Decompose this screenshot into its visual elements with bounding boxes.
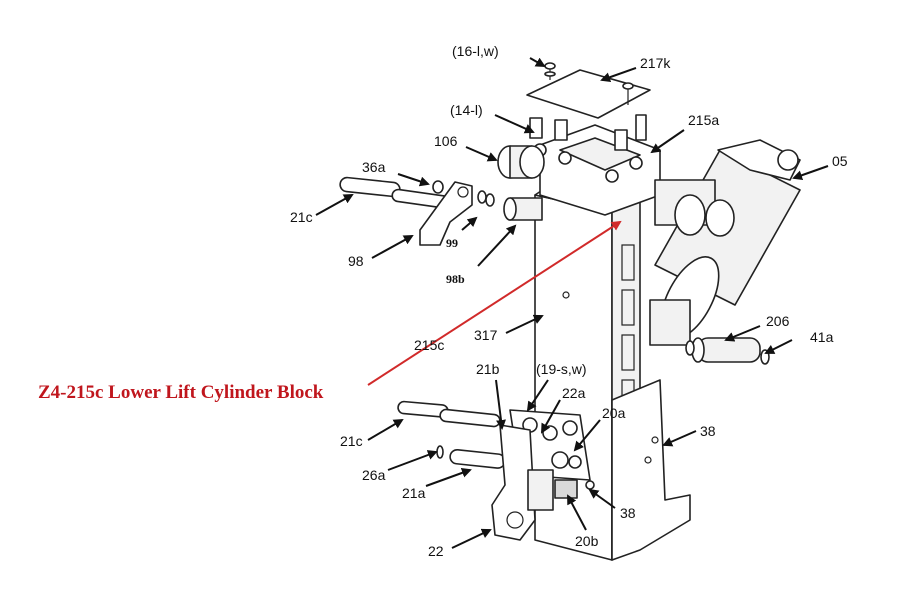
cover-plate-217k — [526, 62, 651, 119]
block-20b — [554, 479, 595, 499]
label-21c-bottom: 21c — [340, 433, 363, 449]
red-leader-line — [367, 220, 622, 386]
arm-22 — [491, 424, 554, 541]
pin-206 — [685, 337, 761, 363]
top-block-215a — [529, 114, 661, 216]
label-317: 317 — [474, 327, 498, 343]
label-21b: 21b — [476, 361, 500, 377]
label-16lw: (16-l,w) — [452, 43, 499, 59]
label-26a: 26a — [362, 467, 386, 483]
label-19sw: (19-s,w) — [536, 361, 587, 377]
callout-arrows — [315, 57, 829, 549]
label-21a: 21a — [402, 485, 426, 501]
label-22: 22 — [428, 543, 444, 559]
spacer-98b — [503, 197, 543, 221]
label-38-bottom: 38 — [620, 505, 636, 521]
label-98b: 98b — [446, 272, 465, 286]
pin-21c-upper — [339, 176, 401, 198]
label-38-right: 38 — [700, 423, 716, 439]
label-20a: 20a — [602, 405, 626, 421]
label-36a: 36a — [362, 159, 386, 175]
cylinder-05 — [649, 139, 801, 346]
label-99: 99 — [446, 236, 458, 250]
label-106: 106 — [434, 133, 458, 149]
label-41a: 41a — [810, 329, 834, 345]
washers-99 — [432, 180, 495, 207]
label-14l: (14-l) — [450, 102, 483, 118]
label-215a: 215a — [688, 112, 719, 128]
link-98 — [419, 181, 473, 246]
label-22a: 22a — [562, 385, 586, 401]
label-217k: 217k — [640, 55, 671, 71]
bushing-106 — [497, 145, 545, 179]
label-215c: 215c — [414, 337, 444, 353]
label-20b: 20b — [575, 533, 599, 549]
pin-21c-lower — [397, 400, 501, 428]
pin-21a — [436, 445, 506, 469]
label-05: 05 — [832, 153, 848, 169]
part-title: Z4-215c Lower Lift Cylinder Block — [38, 382, 324, 403]
label-21c-top: 21c — [290, 209, 313, 225]
label-98: 98 — [348, 253, 364, 269]
callout-labels: (16-l,w) 217k (14-l) 215a 106 36a 05 21c… — [290, 43, 848, 559]
label-206: 206 — [766, 313, 790, 329]
